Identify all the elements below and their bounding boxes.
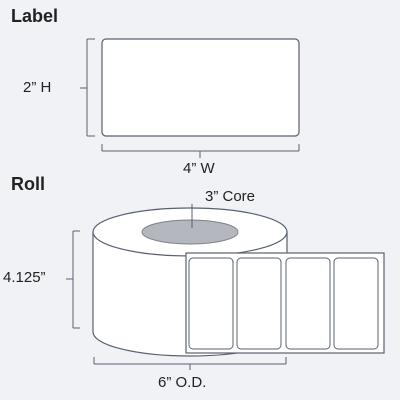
outer-diameter-bracket xyxy=(93,357,287,370)
label-width-bracket xyxy=(101,144,300,158)
strip-label-4 xyxy=(333,257,379,350)
roll-section-heading: Roll xyxy=(11,174,45,194)
strip-label-3 xyxy=(285,257,331,350)
label-height-text: 2” H xyxy=(23,79,52,96)
label-width-text: 4” W xyxy=(183,160,215,177)
roll-width-bracket xyxy=(66,230,80,329)
outer-diameter-text: 6” O.D. xyxy=(158,374,207,391)
roll-width-text: 4.125” xyxy=(3,269,46,286)
label-rectangle xyxy=(101,38,300,137)
strip-label-1 xyxy=(188,257,234,350)
roll-core xyxy=(141,219,239,245)
strip-label-2 xyxy=(236,257,282,350)
core-size-text: 3” Core xyxy=(205,188,256,205)
label-height-bracket xyxy=(80,38,95,137)
label-section-heading: Label xyxy=(11,6,59,26)
